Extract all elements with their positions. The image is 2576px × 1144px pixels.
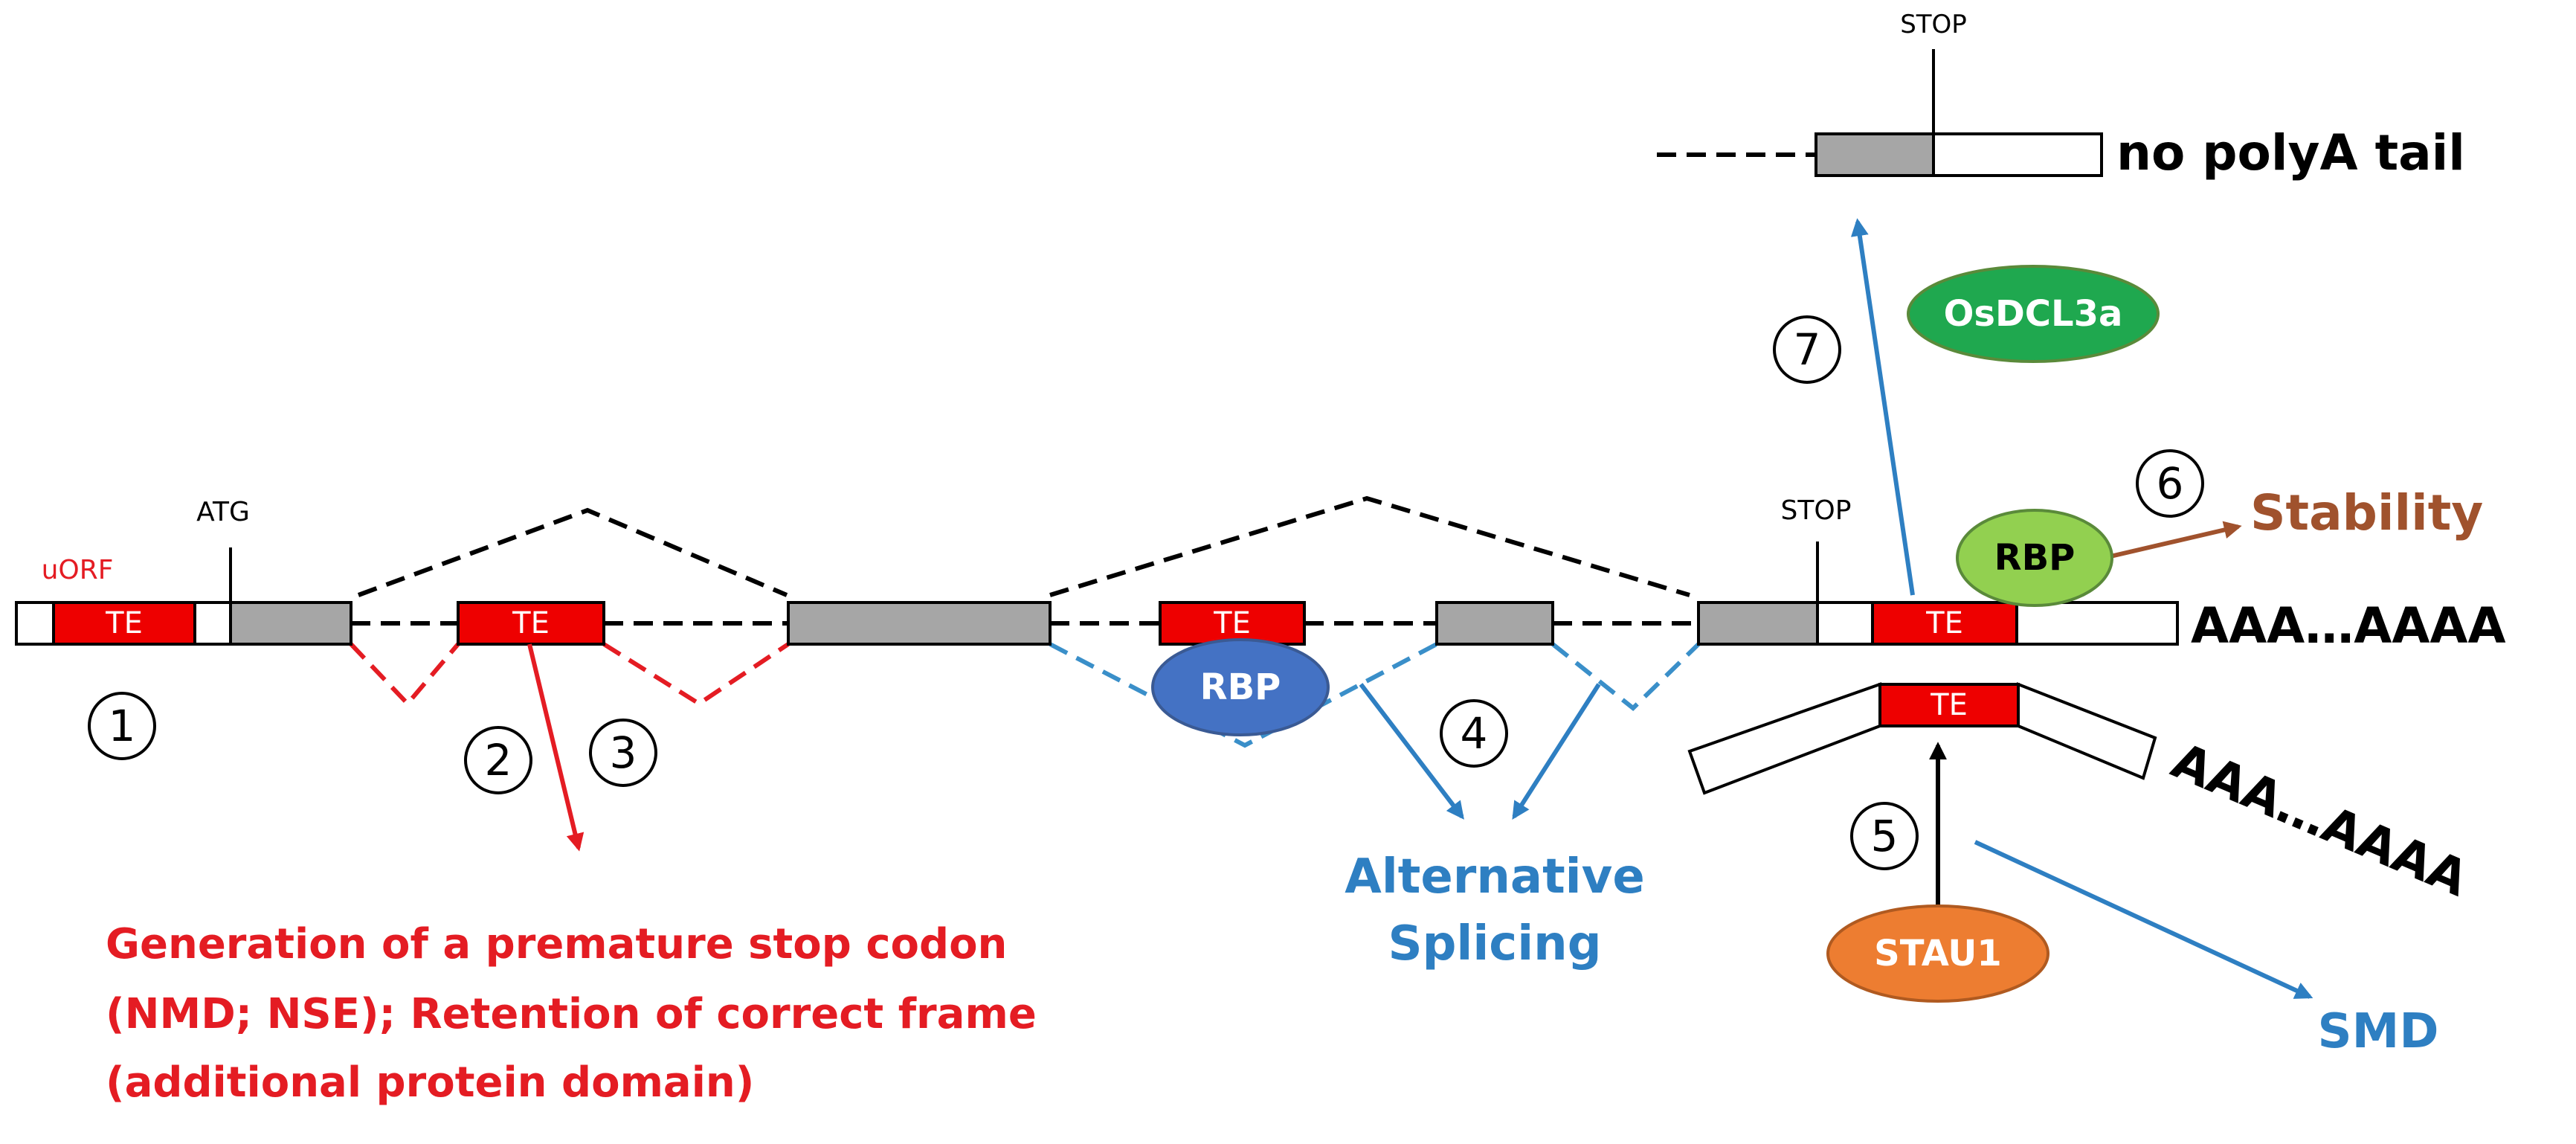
rbp-protein-mid: RBP <box>1151 638 1330 736</box>
exon-last: TE <box>1697 601 2179 646</box>
step-7: 7 <box>1773 315 1841 384</box>
osdcl3a-protein: OsDCL3a <box>1907 265 2160 363</box>
step-1-label: 1 <box>109 701 136 751</box>
step-2-label: 2 <box>485 735 512 785</box>
arrow-splicing-left <box>1359 683 1464 820</box>
te-label-uorf: TE <box>105 606 143 640</box>
arrow-smd <box>1974 840 2313 999</box>
te-intronic: TE <box>1159 601 1306 646</box>
stau1-protein: STAU1 <box>1826 904 2049 1003</box>
te-label-smd: TE <box>1930 688 1968 722</box>
step-6-label: 6 <box>2157 458 2184 509</box>
exon-3 <box>787 601 1052 646</box>
atg-label: ATG <box>196 497 250 527</box>
no-polya-label: no polyA tail <box>2116 124 2465 181</box>
te-exon-alt: TE <box>457 601 605 646</box>
premature-line2: (NMD; NSE); Retention of correct frame <box>106 990 1037 1038</box>
rbp-top-label: RBP <box>1994 537 2076 579</box>
polya-smd-label: AAA…AAAA <box>2164 732 2476 907</box>
arrows <box>527 218 2313 999</box>
stop-marker-main: STOP <box>1781 495 1852 602</box>
no-polya-transcript: STOP no polyA tail <box>1657 10 2465 181</box>
exon-5 <box>1435 601 1554 646</box>
step-6: 6 <box>2136 449 2204 518</box>
uorf-label: uORF <box>42 555 114 585</box>
te-label-exon2: TE <box>512 606 550 640</box>
stability-label: Stability <box>2250 484 2483 542</box>
premature-line1: Generation of a premature stop codon <box>106 920 1007 968</box>
canonical-splice-arcs <box>357 495 1690 597</box>
arrow-splicing-right <box>1512 683 1601 820</box>
arrow-stability <box>2110 521 2242 559</box>
stau1-label: STAU1 <box>1874 933 2002 974</box>
arrow-premature-stop <box>527 643 585 852</box>
step-3: 3 <box>589 719 657 787</box>
step-3-label: 3 <box>610 727 637 778</box>
rbp-mid-label: RBP <box>1200 666 1281 708</box>
atg-marker: ATG <box>196 497 250 602</box>
red-splice-arcs <box>349 642 790 707</box>
smd-label: SMD <box>2318 1004 2439 1059</box>
stop-label-top: STOP <box>1900 10 1967 39</box>
premature-line3: (additional protein domain) <box>106 1058 754 1107</box>
alt-splicing-line2: Splicing <box>1388 916 1601 971</box>
polya-main-label: AAA…AAAA <box>2191 597 2506 655</box>
step-2: 2 <box>464 726 532 794</box>
alt-splicing-line1: Alternative <box>1345 849 1644 904</box>
stop-label-main: STOP <box>1781 495 1852 526</box>
step-4-label: 4 <box>1461 708 1488 759</box>
te-label-3utr: TE <box>1925 606 1963 640</box>
smd-transcript: TE AAA…AAAA <box>1687 682 2476 907</box>
step-5-label: 5 <box>1871 811 1899 861</box>
arrow-osdcl3a <box>1850 218 1915 596</box>
exon-1: TE <box>15 601 232 646</box>
te-label-intronic: TE <box>1213 606 1251 640</box>
exon-cds-start <box>229 601 352 646</box>
blue-splice-arcs <box>1049 642 1701 748</box>
step-4: 4 <box>1440 699 1508 768</box>
step-1: 1 <box>88 692 156 760</box>
rbp-protein-top: RBP <box>1956 509 2113 607</box>
step-7-label: 7 <box>1794 324 1821 375</box>
step-5: 5 <box>1850 802 1919 870</box>
osdcl3a-label: OsDCL3a <box>1944 293 2123 335</box>
